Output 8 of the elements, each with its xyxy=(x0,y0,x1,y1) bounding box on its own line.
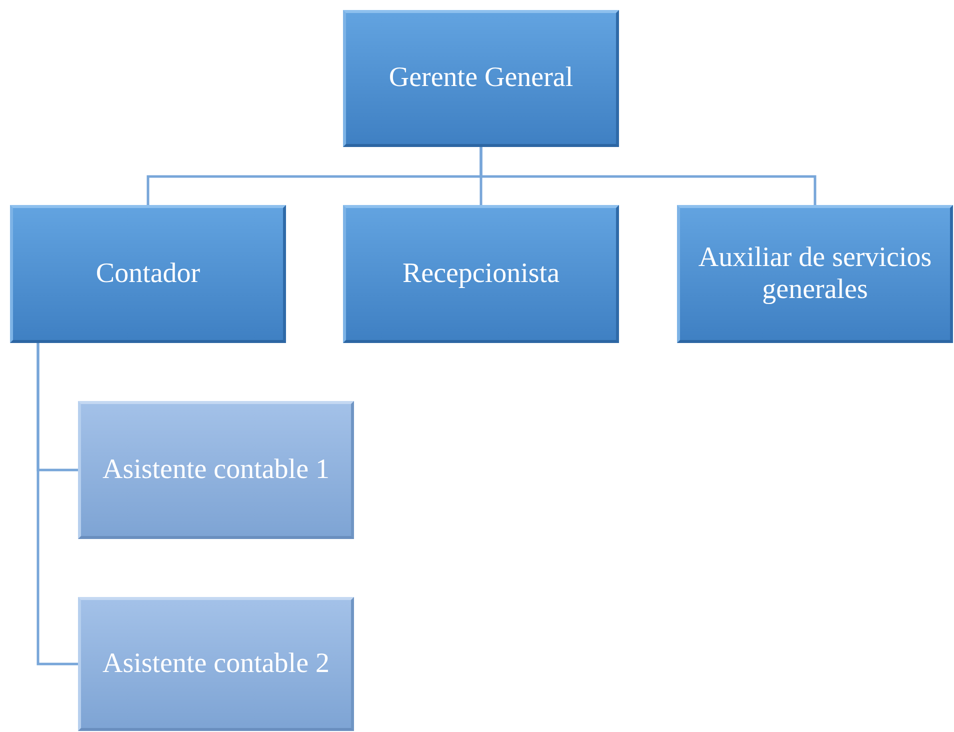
position-box: Recepcionista xyxy=(343,205,619,343)
position-box: Gerente General xyxy=(343,10,619,147)
position-box: Asistente contable 1 xyxy=(78,401,354,539)
connector-line xyxy=(36,343,78,666)
connector-line xyxy=(480,147,816,205)
position-box: Contador xyxy=(10,205,286,343)
position-box: Asistente contable 2 xyxy=(78,597,354,731)
position-box: Auxiliar de servicios generales xyxy=(677,205,953,343)
